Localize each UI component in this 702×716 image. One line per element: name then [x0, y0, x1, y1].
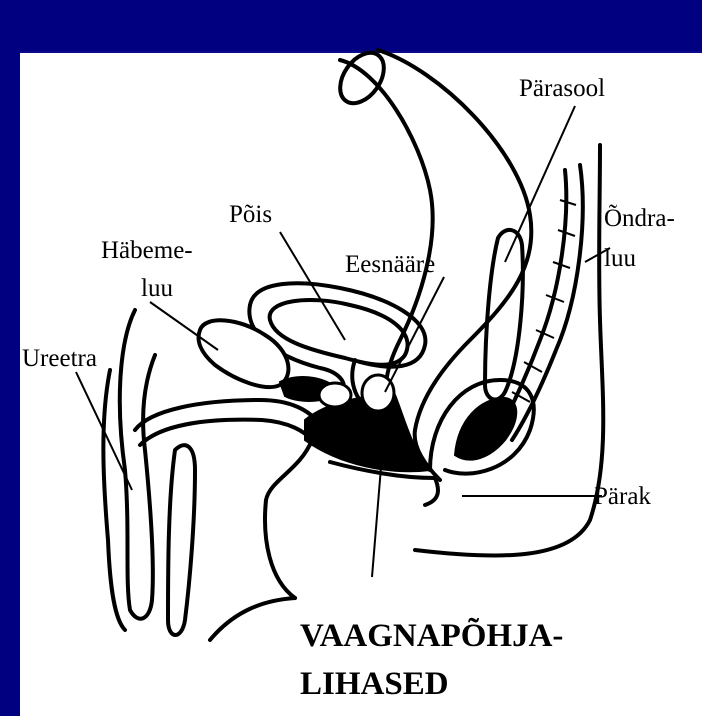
- label-prostate: Eesnääre: [345, 251, 435, 278]
- label-pubic-bone-line1: Häbeme-: [101, 237, 193, 264]
- leader-lines: [76, 106, 610, 577]
- label-rectum: Pärasool: [519, 75, 605, 102]
- label-anus: Pärak: [594, 483, 651, 510]
- sacrum-shape: [415, 145, 603, 556]
- label-pubic-bone-line2: luu: [141, 275, 173, 302]
- label-sacrum-line1: Õndra-: [604, 204, 675, 232]
- title-line2: LIHASED: [300, 666, 449, 702]
- label-urethra: Ureetra: [22, 345, 97, 372]
- label-sacrum-line2: luu: [604, 245, 636, 272]
- label-bladder: Põis: [229, 201, 272, 228]
- title-line1: VAAGNAPÕHJA-: [300, 616, 563, 654]
